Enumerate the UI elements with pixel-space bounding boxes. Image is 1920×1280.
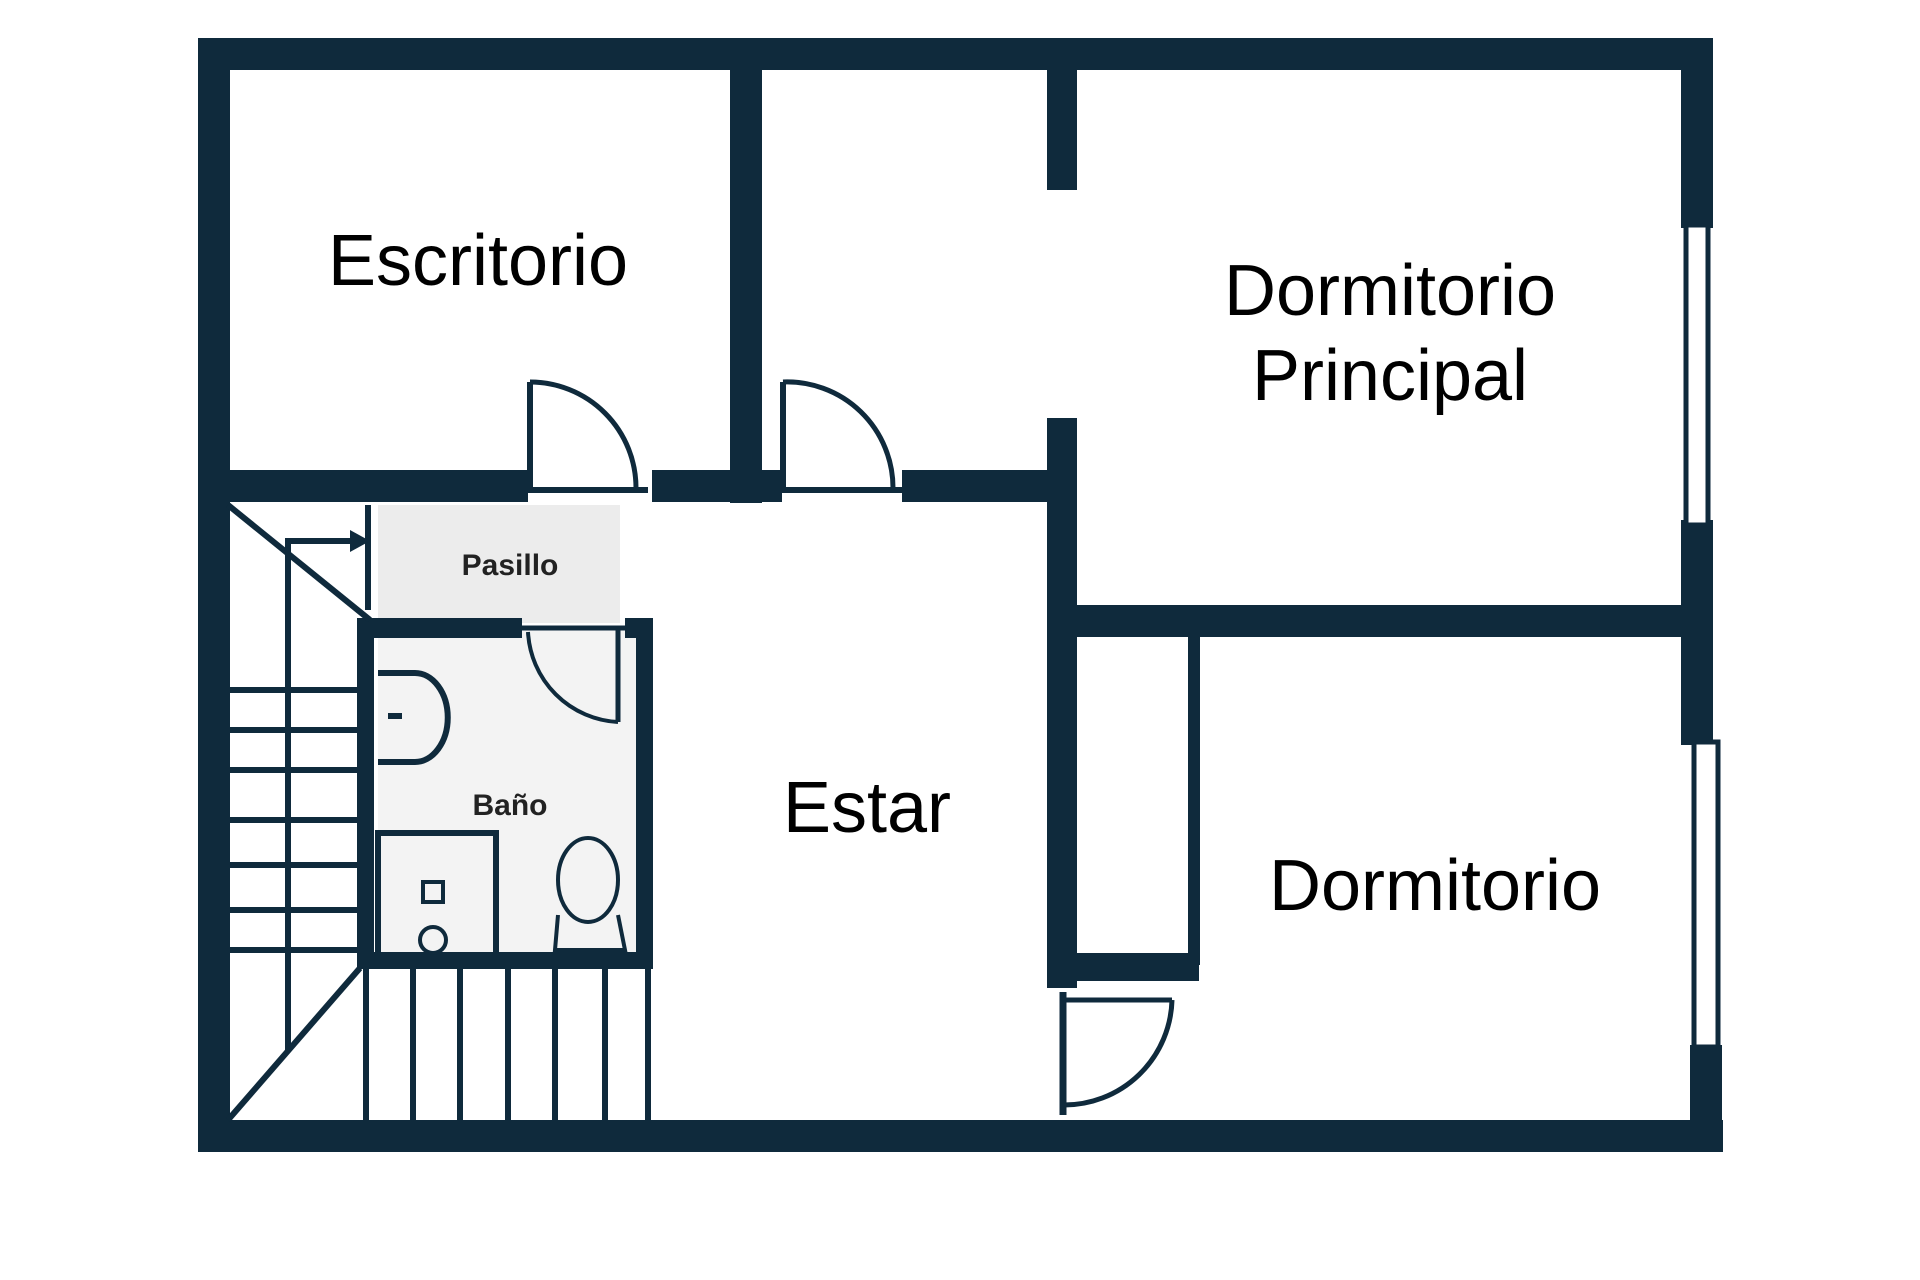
wall-master-left-upper: [1047, 38, 1077, 190]
room-label-bano: Baño: [473, 789, 548, 822]
wall-office-right: [730, 38, 762, 503]
door-master-bedroom[interactable]: [780, 379, 902, 493]
bath-wall-top: [360, 618, 522, 638]
wall-office-bottom-left: [198, 470, 528, 502]
window-bedroom: [1691, 739, 1721, 1050]
window-master-bedroom: [1683, 222, 1711, 528]
toilet-fixture: [552, 836, 628, 952]
wall-closet-right: [1188, 635, 1200, 965]
bath-wall-right: [636, 618, 653, 958]
hallway-floor: [378, 505, 620, 623]
room-label-estar: Estar: [783, 768, 951, 848]
stairs-arrow-icon: [350, 530, 370, 552]
door-office[interactable]: [526, 379, 648, 493]
door-bathroom[interactable]: [522, 625, 628, 724]
wall-hall-top-mid: [652, 470, 782, 502]
room-label-pasillo: Pasillo: [462, 549, 559, 582]
wall-closet-bottom: [1047, 953, 1199, 981]
wall-master-left-lower: [1047, 418, 1077, 988]
outer-wall-top: [198, 38, 1713, 70]
wall-hall-top-right: [902, 470, 1072, 502]
outer-wall-right-lower: [1690, 1045, 1722, 1152]
shower-fixture: [378, 670, 451, 765]
interior-walls: [198, 38, 1713, 988]
door-bedroom[interactable]: [1059, 992, 1175, 1115]
room-label-dormitorio-principal-line2: Principal: [1252, 336, 1528, 416]
staircase: [225, 502, 651, 1122]
room-label-escritorio: Escritorio: [328, 221, 628, 301]
outer-wall-right-upper: [1681, 38, 1713, 228]
outer-wall-left: [198, 38, 230, 1152]
sink-fixture: [375, 830, 499, 958]
outer-wall-bottom: [198, 1120, 1723, 1152]
outer-walls: [198, 38, 1723, 1152]
room-label-dormitorio: Dormitorio: [1269, 846, 1601, 926]
wall-master-bottom: [1047, 605, 1713, 637]
bath-wall-left: [357, 618, 374, 968]
room-label-dormitorio-principal-line1: Dormitorio: [1224, 251, 1556, 331]
